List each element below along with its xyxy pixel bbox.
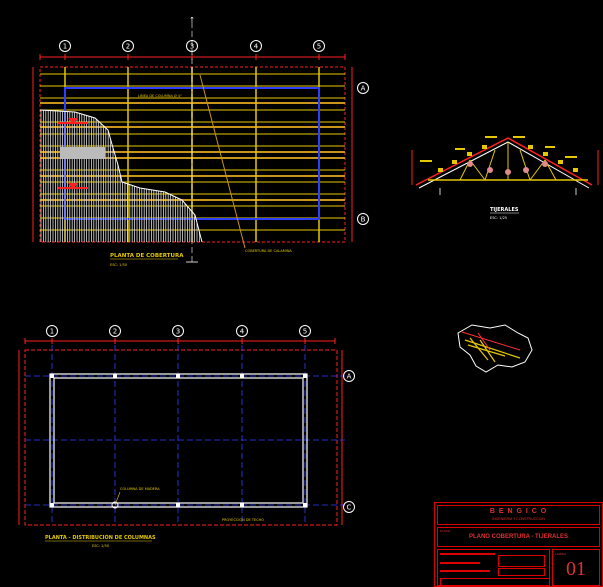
company-subtitle: INGENIERIA Y CONSTRUCCION: [492, 517, 545, 521]
title-block: B E N G I C O INGENIERIA Y CONSTRUCCION …: [434, 502, 603, 587]
axis-bubble-row-bottom-C: C: [343, 501, 355, 513]
plan-cover-scale: ESC: 1/50: [110, 263, 127, 267]
svg-text:↑: ↑: [189, 16, 195, 24]
axis-bubble-top-5-label: 5: [317, 43, 321, 51]
axis-bubble-bottom-3-label: 3: [176, 328, 180, 336]
axis-bubble-row-top-B: B: [357, 213, 369, 225]
axis-bubble-top-4-label: 4: [254, 43, 259, 51]
axis-bubble-bottom-4: 4: [236, 325, 248, 337]
axis-bubble-bottom-5: 5: [299, 325, 311, 337]
plan-cover-view: 1 2 3 4 5: [32, 16, 369, 267]
truss-elevation-view: TIJERALES ESC: 1/25: [411, 136, 599, 220]
axis-bubble-top-1: 1: [59, 40, 71, 52]
truss-scale: ESC: 1/25: [490, 216, 507, 220]
plan-columns-view: 1 2 3 4 5: [18, 325, 355, 548]
axis-bubble-row-bottom-A-label: A: [347, 373, 352, 381]
axis-bubble-bottom-4-label: 4: [240, 328, 245, 336]
axis-bubble-bottom-2: 2: [109, 325, 121, 337]
truss-3d-detail: [457, 324, 533, 373]
axis-bubble-row-top-A-label: A: [361, 85, 366, 93]
project-label: PLANO:: [440, 529, 452, 533]
axis-bubble-top-2-label: 2: [126, 43, 130, 51]
columns-note: COLUMNA DE MADERA: [120, 487, 160, 491]
title-block-sheet-title-cell: PLANO: PLANO COBERTURA - TIJERALES: [437, 527, 600, 547]
plan-columns-title: PLANTA - DISTRIBUCION DE COLUMNAS: [45, 535, 156, 541]
axis-bubble-bottom-3: 3: [172, 325, 184, 337]
plan-inner-note: LINEA DE COLUMNA Ø 4": [138, 93, 182, 98]
company-name: B E N G I C O: [489, 508, 548, 515]
axis-bubble-top-2: 2: [122, 40, 134, 52]
sheet-number: 01: [566, 558, 586, 580]
axis-bubble-top-4: 4: [250, 40, 262, 52]
cover-note: COBERTURA DE CALAMINA: [245, 249, 292, 253]
truss-title: TIJERALES: [490, 207, 519, 213]
axis-bubble-row-bottom-A: A: [343, 370, 355, 382]
axis-bubble-bottom-2-label: 2: [113, 328, 117, 336]
title-block-company-cell: B E N G I C O INGENIERIA Y CONSTRUCCION: [437, 505, 600, 525]
axis-bubble-bottom-1-label: 1: [50, 328, 54, 336]
plan-cover-title: PLANTA DE COBERTURA: [110, 253, 184, 259]
axis-bubble-bottom-1: 1: [46, 325, 58, 337]
title-block-sheet-number-cell: LAMINA 01: [552, 549, 600, 586]
axis-bubble-row-bottom-C-label: C: [347, 504, 352, 512]
axis-bubble-bottom-5-label: 5: [303, 328, 307, 336]
axis-bubble-row-top-B-label: B: [361, 216, 366, 224]
axis-bubble-top-5: 5: [313, 40, 325, 52]
axis-bubble-top-1-label: 1: [63, 43, 67, 51]
columns-bottom-note: PROYECCION DE TECHO: [222, 518, 264, 522]
sheet-title: PLANO COBERTURA - TIJERALES: [468, 534, 569, 540]
axis-bubble-row-top-A: A: [357, 82, 369, 94]
title-block-info-cell: [437, 549, 550, 586]
plan-columns-scale: ESC: 1/50: [92, 544, 109, 548]
axis-bubble-top-3-label: 3: [190, 43, 194, 51]
sheet-label: LAMINA: [555, 552, 567, 556]
